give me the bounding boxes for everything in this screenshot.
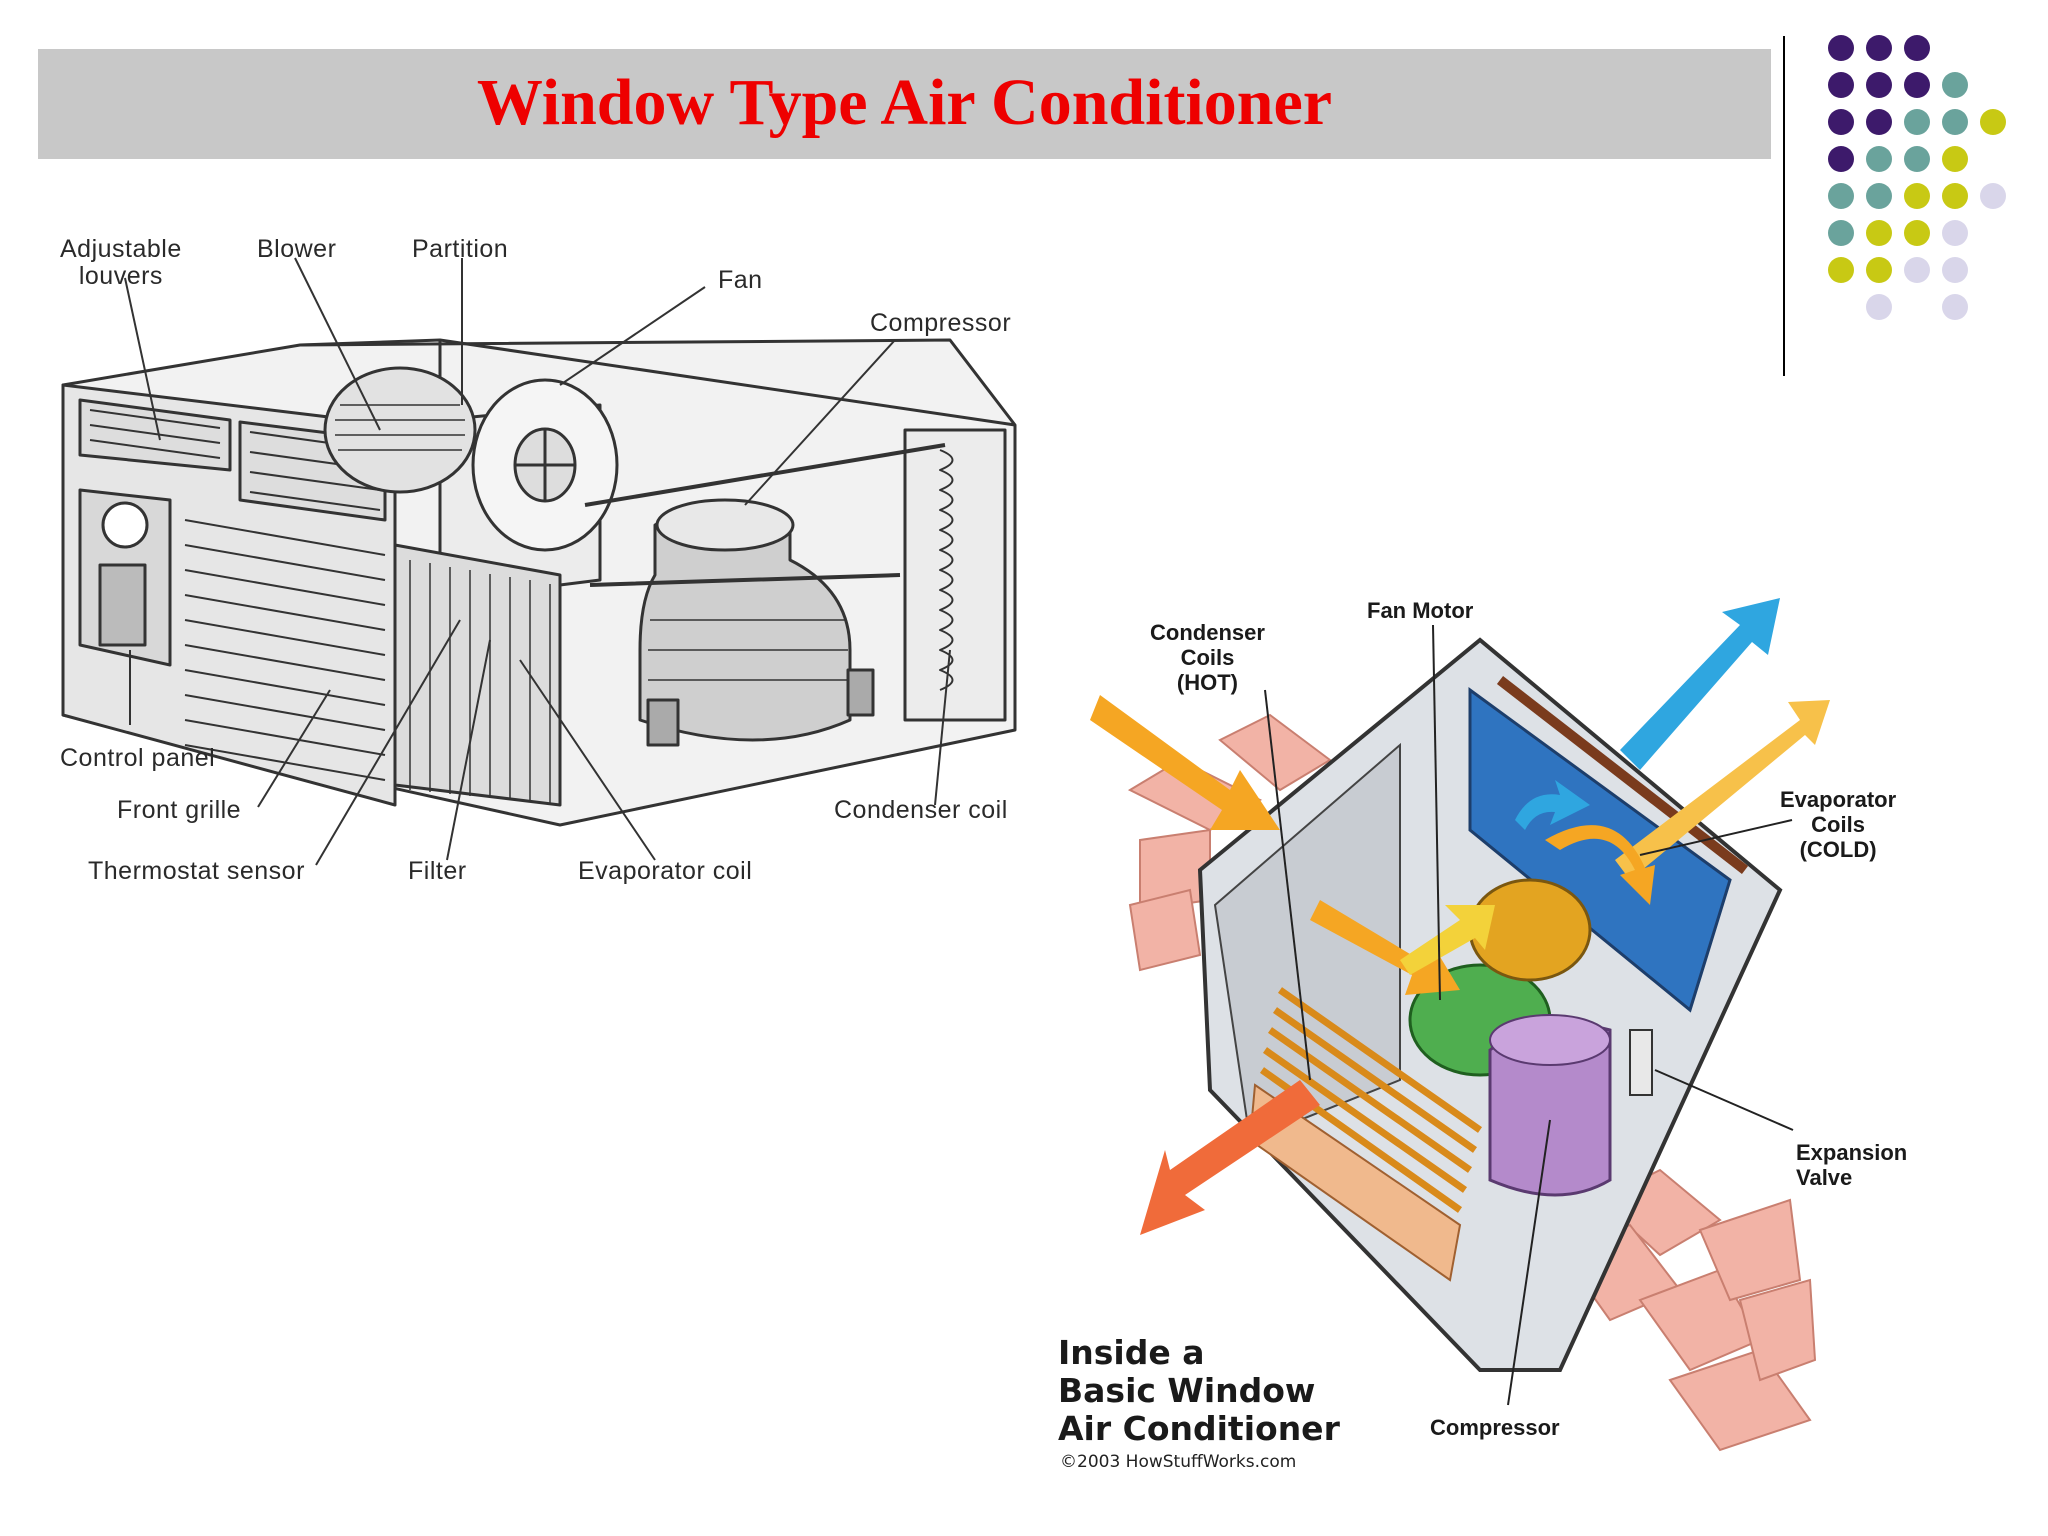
airflow-arrows: [1090, 598, 1830, 1235]
decorative-dot: [1942, 72, 1968, 98]
decorative-dot: [1828, 146, 1854, 172]
decorative-dot: [1904, 220, 1930, 246]
blower-drum: [323, 366, 477, 494]
decorative-dot: [1904, 35, 1930, 61]
decorative-dot: [1828, 183, 1854, 209]
decorative-dot: [1904, 146, 1930, 172]
label-front-grille: Front grille: [117, 796, 242, 824]
decorative-dot: [1942, 294, 1968, 320]
label-expansion-valve: Expansion Valve: [1796, 1140, 1908, 1190]
copyright-notice: ©2003 HowStuffWorks.com: [1060, 1452, 1297, 1472]
decorative-dot: [1904, 183, 1930, 209]
label-blower: Blower: [257, 235, 337, 263]
decorative-dot: [1866, 220, 1892, 246]
label-partition: Partition: [412, 235, 509, 263]
label-fan-motor: Fan Motor: [1367, 598, 1474, 623]
decorative-dot-grid: [1828, 35, 2006, 320]
decorative-dot: [1942, 109, 1968, 135]
decorative-dot: [1866, 146, 1892, 172]
decorative-dot: [1904, 72, 1930, 98]
decorative-dot: [1866, 257, 1892, 283]
decorative-dot: [1866, 183, 1892, 209]
divider-line: [1783, 36, 1785, 376]
diagram-caption: Inside a Basic Window Air Conditioner: [1058, 1333, 1340, 1448]
decorative-dot: [1828, 257, 1854, 283]
decorative-dot: [1942, 146, 1968, 172]
label-fan: Fan: [718, 266, 763, 294]
decorative-dot: [1866, 72, 1892, 98]
control-knob: [101, 501, 149, 549]
label-compressor-cutaway: Compressor: [1430, 1415, 1560, 1440]
label-adjustable-louvers: Adjustable louvers: [60, 235, 182, 290]
control-buttons: [98, 563, 147, 647]
expansion-valve-shape: [1629, 1029, 1653, 1096]
label-compressor-sketch: Compressor: [870, 309, 1012, 337]
decorative-dot: [1980, 109, 2006, 135]
decorative-dot: [1904, 257, 1930, 283]
decorative-dot: [1828, 220, 1854, 246]
decorative-dot: [1980, 183, 2006, 209]
slide-title: Window Type Air Conditioner: [476, 66, 1333, 139]
decorative-dot: [1904, 109, 1930, 135]
decorative-dot: [1828, 72, 1854, 98]
decorative-dot: [1942, 257, 1968, 283]
label-thermostat-sensor: Thermostat sensor: [88, 857, 305, 885]
decorative-dot: [1942, 183, 1968, 209]
label-evaporator-coils: Evaporator Coils (COLD): [1780, 787, 1897, 862]
decorative-dot: [1942, 220, 1968, 246]
evaporator-panel: [1468, 687, 1732, 1013]
label-condenser-coils: Condenser Coils (HOT): [1150, 620, 1265, 695]
decorative-dot: [1866, 109, 1892, 135]
decorative-dot: [1828, 109, 1854, 135]
decorative-dot: [1828, 35, 1854, 61]
label-condenser-coil-sketch: Condenser coil: [834, 796, 1008, 824]
label-evaporator-coil: Evaporator coil: [578, 857, 753, 885]
condenser-coil-shape: [903, 428, 1007, 722]
decorative-dot: [1866, 294, 1892, 320]
label-control-panel: Control panel: [60, 744, 216, 772]
title-bar: Window Type Air Conditioner: [38, 49, 1771, 159]
label-filter: Filter: [408, 857, 467, 885]
decorative-dot: [1866, 35, 1892, 61]
